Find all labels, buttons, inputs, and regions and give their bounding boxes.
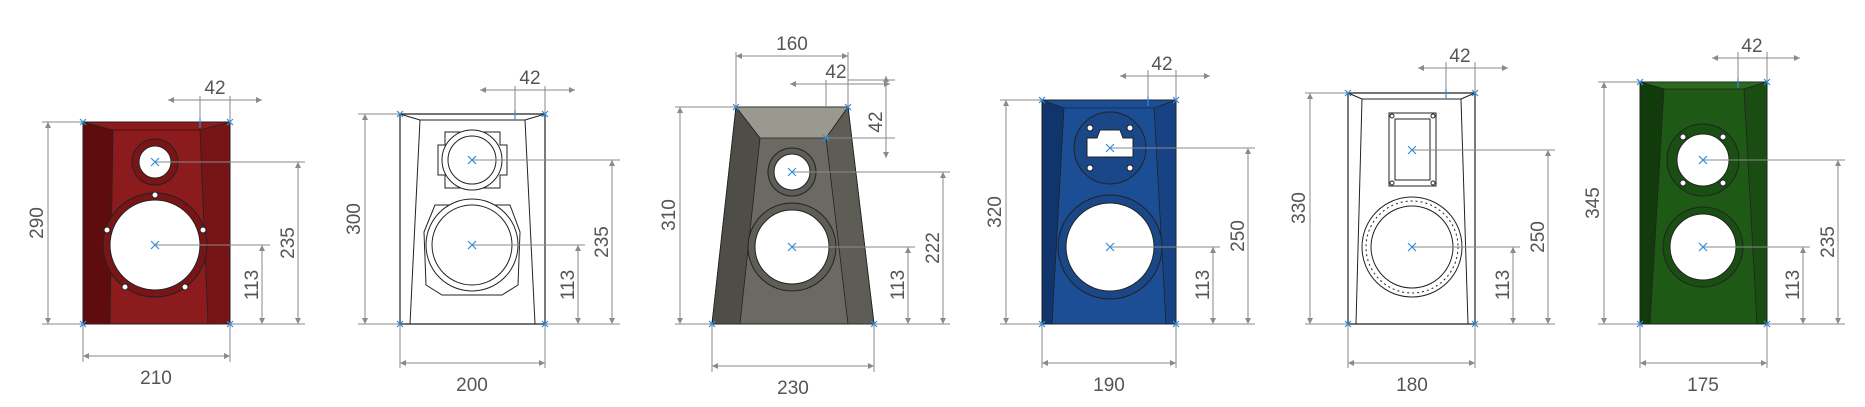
dim-white-a-extensions bbox=[358, 86, 620, 368]
dim-white-a-height: 300 bbox=[344, 203, 365, 235]
dim-green-offset: 42 bbox=[1741, 36, 1762, 57]
cabinet-bevel-left bbox=[1041, 99, 1065, 325]
dim-green-height: 345 bbox=[1583, 187, 1604, 219]
cabinet-bevel-right bbox=[1153, 99, 1177, 325]
dim-green-width: 175 bbox=[1687, 375, 1719, 396]
dim-white-a-woofer-height: 113 bbox=[558, 270, 579, 300]
cabinet-bevel-left bbox=[1639, 81, 1665, 325]
speaker-white-a bbox=[399, 113, 546, 325]
dim-red-offset: 42 bbox=[204, 78, 225, 99]
dim-blue-width: 190 bbox=[1093, 375, 1125, 396]
center-mark-gray bbox=[708, 103, 878, 328]
dim-red-height: 290 bbox=[27, 207, 48, 239]
dim-blue-spacing: 250 bbox=[1228, 220, 1249, 252]
center-mark-white-b bbox=[1344, 89, 1479, 328]
dim-white-b-spacing: 250 bbox=[1528, 221, 1549, 253]
center-marks bbox=[79, 78, 1771, 328]
dim-green-woofer-height: 113 bbox=[1783, 270, 1804, 300]
cabinet-bevel-right bbox=[825, 105, 875, 325]
dim-green-spacing: 235 bbox=[1818, 226, 1839, 258]
dim-white-b-extensions bbox=[1305, 62, 1555, 368]
dim-gray-offset-vertical: 42 bbox=[866, 111, 887, 132]
dim-red-woofer-height: 113 bbox=[242, 270, 263, 300]
dim-white-b-width: 180 bbox=[1396, 375, 1428, 396]
speaker-red bbox=[82, 121, 231, 325]
woofer bbox=[423, 198, 521, 296]
dim-gray-woofer-height: 113 bbox=[888, 270, 909, 300]
dim-blue-offset: 42 bbox=[1151, 54, 1172, 75]
dimension-lines bbox=[42, 52, 1845, 372]
cabinet-bevel-right bbox=[1743, 81, 1768, 325]
speaker-white-b bbox=[1347, 92, 1476, 325]
dimension-labels: 210 290 235 113 42 200 300 235 113 42 23… bbox=[27, 34, 1839, 399]
cabinet-bevel-left bbox=[711, 105, 761, 325]
speaker-gray bbox=[711, 105, 875, 325]
dim-blue-woofer-height: 113 bbox=[1193, 270, 1214, 300]
dim-red-width: 210 bbox=[140, 368, 172, 389]
dim-blue-height: 320 bbox=[985, 196, 1006, 228]
cabinet-bevel-right bbox=[199, 121, 231, 325]
woofer-bolted bbox=[1361, 196, 1463, 298]
dim-white-b-offset: 42 bbox=[1449, 46, 1470, 67]
dim-white-a-offset: 42 bbox=[519, 68, 540, 89]
dim-gray-height: 310 bbox=[659, 199, 680, 231]
dim-gray-top-width: 160 bbox=[776, 34, 808, 55]
dim-red-spacing: 235 bbox=[278, 227, 299, 259]
cabinet-bevel-outline bbox=[399, 113, 546, 325]
center-mark-green bbox=[1636, 78, 1771, 328]
cabinet-bevel-outline bbox=[1347, 92, 1476, 325]
dim-gray-width: 230 bbox=[777, 378, 809, 399]
dim-white-a-spacing: 235 bbox=[592, 226, 613, 258]
dim-blue-extensions bbox=[1000, 70, 1255, 368]
cabinet-bevel-left bbox=[82, 121, 114, 325]
speaker-green bbox=[1639, 81, 1768, 325]
dim-green-extensions bbox=[1598, 52, 1845, 368]
dim-white-a-width: 200 bbox=[456, 375, 488, 396]
dim-gray-offset: 42 bbox=[825, 62, 846, 83]
speaker-blue bbox=[1041, 99, 1177, 325]
dim-white-b-height: 330 bbox=[1289, 192, 1310, 224]
dim-white-b-woofer-height: 113 bbox=[1493, 270, 1514, 300]
center-mark-white-a bbox=[396, 110, 549, 328]
dim-gray-extensions bbox=[675, 52, 950, 372]
dim-red-extensions bbox=[42, 96, 305, 362]
center-mark-blue bbox=[1038, 96, 1180, 328]
center-mark-red bbox=[79, 118, 234, 328]
dim-gray-spacing: 222 bbox=[923, 232, 944, 264]
